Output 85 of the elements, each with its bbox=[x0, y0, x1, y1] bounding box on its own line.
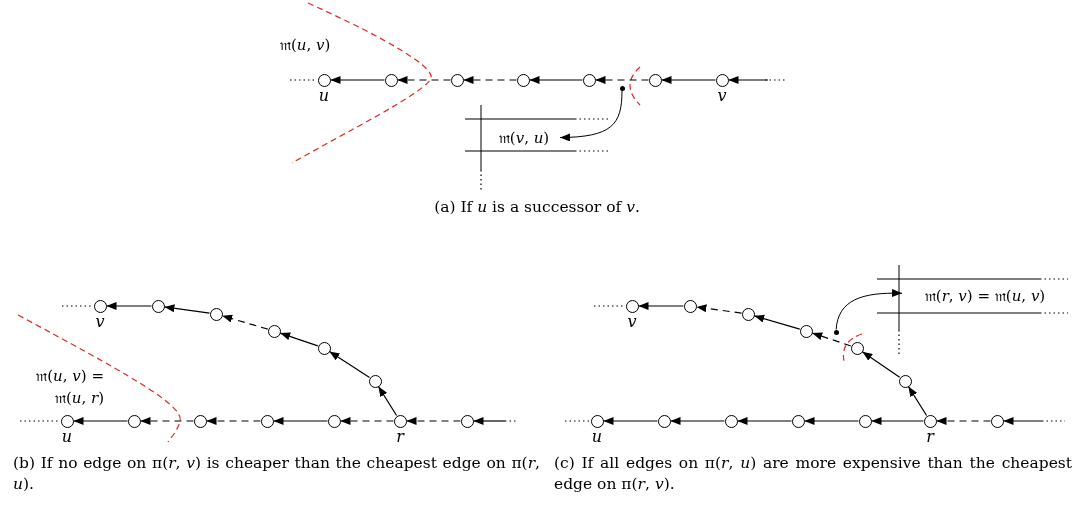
vertex-label: u bbox=[318, 88, 330, 104]
arrow bbox=[205, 417, 262, 425]
arrow bbox=[803, 417, 860, 425]
arrow bbox=[695, 304, 743, 314]
arrow bbox=[907, 385, 928, 417]
vertex-label: r bbox=[926, 429, 934, 445]
vertex-circle bbox=[127, 414, 141, 428]
arrow bbox=[339, 417, 395, 425]
dot bbox=[833, 329, 839, 335]
arrow bbox=[328, 350, 371, 379]
vertex-circle bbox=[368, 374, 382, 388]
math-expression: 𝔪(v, u) bbox=[488, 127, 560, 149]
vertex-circle bbox=[93, 299, 107, 313]
vertex-circle bbox=[193, 414, 207, 428]
vertex-label: u bbox=[61, 429, 73, 445]
arrow bbox=[660, 76, 717, 84]
arrow bbox=[594, 76, 650, 84]
vertex-circle bbox=[850, 341, 864, 355]
figure-caption: (b) If no edge on π(r, v) is cheaper than the cheapest edge on π(r, u). bbox=[13, 453, 540, 495]
arrow bbox=[329, 76, 386, 84]
arrow bbox=[835, 289, 903, 330]
vertex-circle bbox=[327, 414, 341, 428]
vertex-circle bbox=[724, 414, 738, 428]
vertex-circle bbox=[715, 73, 729, 87]
vertex-circle bbox=[799, 324, 813, 338]
arrow bbox=[870, 417, 925, 425]
vertex-circle bbox=[590, 414, 604, 428]
vertex-circle bbox=[582, 73, 596, 87]
vertex-circle bbox=[858, 414, 872, 428]
arrow bbox=[105, 302, 153, 310]
figure-caption: (a) If u is a successor of v. bbox=[433, 197, 641, 218]
vertex-circle bbox=[151, 299, 165, 313]
math-label: 𝔪(u, v) bbox=[280, 35, 331, 56]
arrow bbox=[472, 417, 506, 425]
arrow bbox=[811, 332, 852, 347]
arrow bbox=[602, 417, 659, 425]
arrow bbox=[1002, 417, 1043, 425]
vertex-circle bbox=[898, 374, 912, 388]
arrow bbox=[528, 76, 584, 84]
vertex-circle bbox=[683, 299, 697, 313]
vertex-label: v bbox=[627, 314, 637, 330]
vertex-circle bbox=[460, 414, 474, 428]
vertex-circle bbox=[209, 307, 223, 321]
vertex-label: v bbox=[717, 88, 727, 104]
vertex-circle bbox=[60, 414, 74, 428]
arrow bbox=[861, 351, 901, 378]
math-label: 𝔪(u, v) = 𝔪(u, r) bbox=[35, 366, 104, 409]
vertex-label: r bbox=[396, 429, 404, 445]
dot bbox=[619, 85, 625, 91]
arrow bbox=[669, 417, 726, 425]
arrow bbox=[377, 385, 398, 417]
figure-caption: (c) If all edges on π(r, u) are more expensive than the cheapest edge on π(r, v). bbox=[554, 453, 1072, 495]
arrow bbox=[221, 314, 269, 330]
vertex-circle bbox=[317, 341, 331, 355]
vertex-circle bbox=[923, 414, 937, 428]
arrow bbox=[279, 332, 319, 347]
arrow bbox=[736, 417, 793, 425]
arrow bbox=[396, 76, 452, 84]
vertex-circle bbox=[516, 73, 530, 87]
arrow bbox=[139, 417, 195, 425]
arrow bbox=[72, 417, 129, 425]
arrow bbox=[462, 76, 518, 84]
arrow bbox=[727, 76, 769, 84]
vertex-circle bbox=[791, 414, 805, 428]
arrow bbox=[559, 90, 623, 142]
arrow bbox=[163, 304, 211, 314]
vertex-circle bbox=[260, 414, 274, 428]
vertex-circle bbox=[657, 414, 671, 428]
vertex-circle bbox=[384, 73, 398, 87]
math-expression: 𝔪(r, v) = 𝔪(u, v) bbox=[902, 285, 1068, 307]
vertex-circle bbox=[625, 299, 639, 313]
arrow bbox=[935, 417, 992, 425]
arrow bbox=[637, 302, 685, 310]
vertex-label: u bbox=[591, 429, 603, 445]
vertex-circle bbox=[393, 414, 407, 428]
vertex-label: v bbox=[95, 314, 105, 330]
arrow bbox=[272, 417, 329, 425]
arrow bbox=[753, 314, 801, 330]
vertex-circle bbox=[450, 73, 464, 87]
arrow bbox=[405, 417, 462, 425]
vertex-circle bbox=[317, 73, 331, 87]
vertex-circle bbox=[990, 414, 1004, 428]
vertex-circle bbox=[648, 73, 662, 87]
vertex-circle bbox=[741, 307, 755, 321]
vertex-circle bbox=[267, 324, 281, 338]
